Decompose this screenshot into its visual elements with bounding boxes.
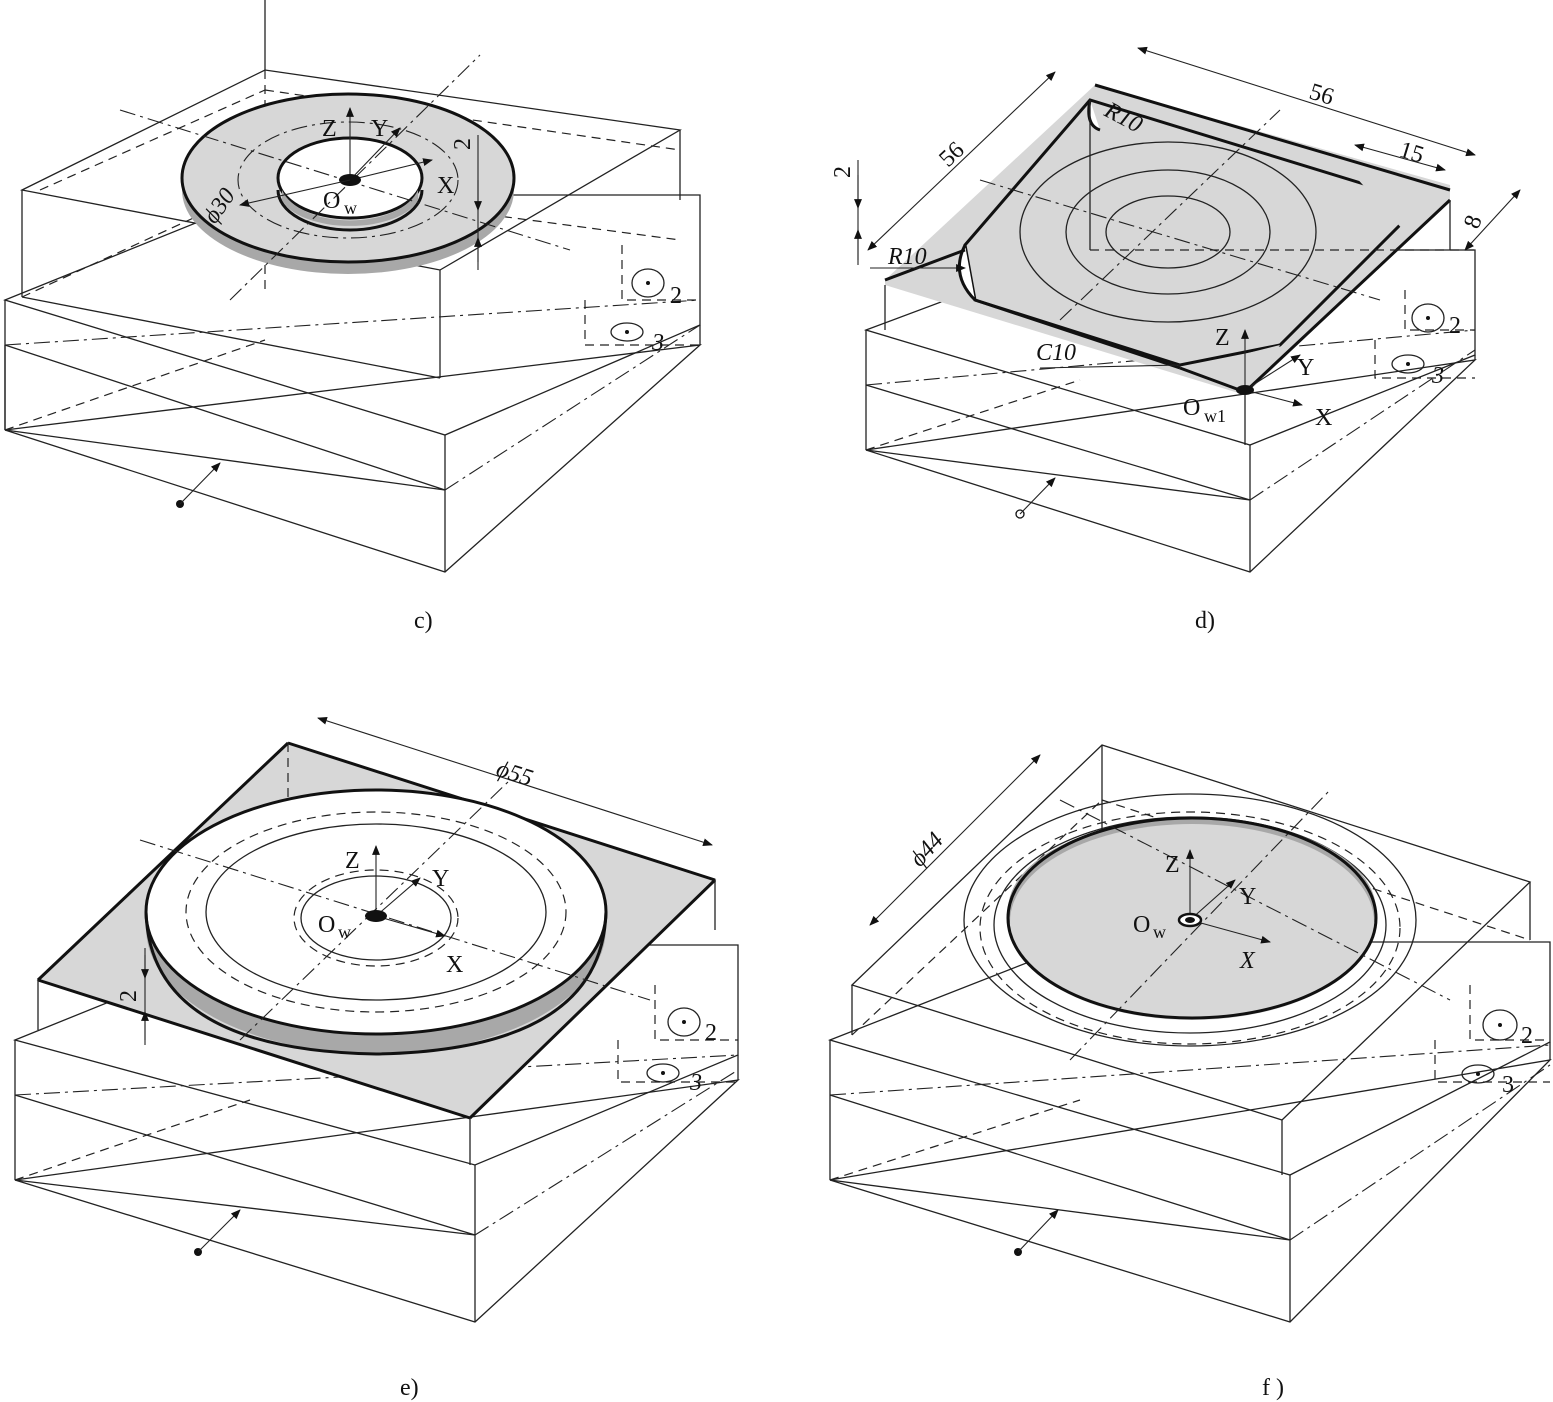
datum-label-2: 2 (1521, 1023, 1533, 1049)
dim-depth-2: 2 (116, 990, 142, 1002)
datum-targets-e: 2 3 (617, 985, 738, 1096)
caption-f: f ) (1262, 1375, 1284, 1401)
axis-z-label: Z (345, 848, 360, 874)
coordinate-axes-d: Z Y X O w1 (1183, 325, 1332, 431)
panel-c: Z Y X O w ϕ30 2 2 3 c) (3, 0, 702, 634)
dim-diameter-55: ϕ55 (493, 756, 536, 792)
panel-e: Z Y X O w ϕ55 2 2 3 e) (12, 716, 740, 1401)
dim-offset-8: 8 (1459, 212, 1488, 232)
origin-subscript: w (338, 922, 351, 942)
origin-label: O (1183, 395, 1200, 421)
axis-x-label: X (1315, 405, 1332, 431)
origin-subscript: w1 (1204, 406, 1226, 426)
caption-c: c) (414, 608, 433, 634)
fixture-base (12, 944, 740, 1323)
dim-length-56-top: 56 (1306, 79, 1337, 111)
caption-d: d) (1195, 608, 1215, 634)
panel-f: Z Y X O w ϕ44 2 3 f ) (827, 744, 1552, 1401)
datum-label-3: 3 (689, 1070, 702, 1096)
datum-label-2: 2 (705, 1020, 717, 1046)
coordinate-axes-e: Z Y X O w (139, 779, 651, 1041)
datum-label-3: 3 (1431, 363, 1444, 389)
dim-chamfer-c10: C10 (1036, 340, 1076, 366)
origin-label: O (318, 912, 335, 938)
datum-label-3: 3 (651, 330, 664, 356)
axis-z-label: Z (1215, 325, 1230, 351)
workpiece-block (36, 741, 717, 1165)
axis-z-label: Z (322, 116, 337, 142)
dim-depth-2: 2 (830, 166, 856, 178)
axis-y-label: Y (1297, 355, 1314, 381)
axis-y-label: Y (432, 866, 449, 892)
coordinate-axes-f: Z Y X O w (1059, 789, 1451, 1061)
panel-d: Z Y X O w1 56 56 R10 R10 15 8 2 C10 (830, 46, 1521, 634)
origin-label: O (323, 188, 340, 214)
dim-depth-2: 2 (450, 138, 476, 150)
datum-targets-f: 2 3 (1434, 985, 1550, 1098)
axis-x-label: X (1239, 948, 1256, 974)
axis-x-label: X (446, 952, 463, 978)
axis-x-label: X (437, 173, 454, 199)
datum-label-2: 2 (1449, 313, 1461, 339)
datum-label-2: 2 (670, 283, 682, 309)
datum-targets-d: 2 3 (1374, 290, 1475, 389)
dim-diameter-44: ϕ44 (905, 828, 949, 872)
origin-subscript: w (344, 198, 357, 218)
axis-y-label: Y (1239, 884, 1256, 910)
caption-e: e) (400, 1375, 419, 1401)
axis-z-label: Z (1165, 852, 1180, 878)
fixture-base (3, 194, 702, 573)
datum-label-3: 3 (1502, 1072, 1514, 1098)
coordinate-axes-c: Z Y X O w (119, 54, 571, 301)
axis-y-label: Y (371, 116, 388, 142)
datum-targets-c: 2 3 (584, 245, 700, 356)
dim-length-56-left: 56 (934, 137, 969, 172)
origin-subscript: w (1153, 922, 1166, 942)
workpiece-block (850, 744, 1532, 1175)
origin-label: O (1133, 912, 1150, 938)
dim-radius-left: R10 (887, 244, 927, 270)
